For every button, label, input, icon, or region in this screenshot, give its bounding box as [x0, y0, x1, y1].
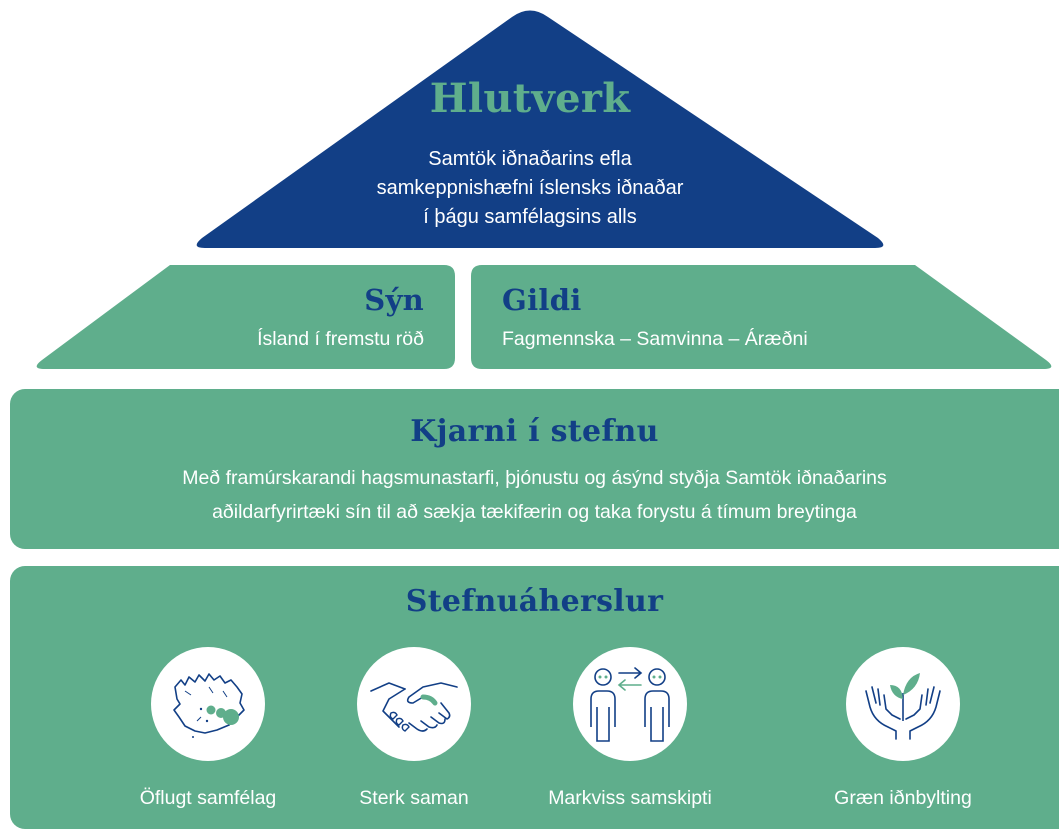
hlutverk-text: Samtök iðnaðarins efla samkeppnishæfni í… [330, 145, 730, 232]
stefnuaherslur-title: Stefnuáherslur [405, 584, 664, 619]
hlutverk-title: Hlutverk [429, 75, 631, 122]
focus-circle [573, 647, 687, 761]
kjarni-text: Með framúrskarandi hagsmunastarfi, þjónu… [60, 461, 1009, 529]
focus-item-graen-idnbylting: Græn iðnbylting [798, 647, 1008, 827]
handshake-icon [370, 682, 458, 732]
communication-people-icon [590, 667, 670, 742]
stefnuaherslur-block [10, 566, 1059, 829]
kjarni-title: Kjarni í stefnu [410, 414, 659, 449]
gildi-text: Fagmennska – Samvinna – Áræðni [502, 328, 808, 350]
hlutverk-text-line: samkeppnishæfni íslensks iðnaðar [376, 177, 684, 199]
hands-plant-icon [865, 673, 941, 740]
focus-item-markviss-samskipti: Markviss samskipti [525, 647, 735, 827]
gildi-block [471, 265, 1052, 369]
syn-block [36, 265, 456, 369]
hlutverk-text-line: í þágu samfélagsins alls [423, 206, 637, 228]
focus-label: Öflugt samfélag [139, 787, 277, 809]
focus-item-sterk-saman: Sterk saman [309, 647, 519, 827]
syn-title: Sýn [364, 283, 424, 317]
focus-circle [357, 647, 471, 761]
focus-item-oflugt-samfelag: Öflugt samfélag [103, 647, 313, 827]
focus-label: Markviss samskipti [548, 787, 712, 809]
focus-label: Græn iðnbylting [834, 787, 972, 809]
roof-triangle [196, 10, 884, 248]
focus-circle [846, 647, 960, 761]
hlutverk-text-line: Samtök iðnaðarins efla [428, 148, 632, 170]
kjarni-block [10, 389, 1059, 549]
kjarni-text-line: aðildarfyrirtæki sín til að sækja tækifæ… [212, 501, 857, 523]
gildi-title: Gildi [502, 283, 582, 317]
focus-label: Sterk saman [359, 787, 469, 809]
focus-circle [151, 647, 265, 761]
syn-text: Ísland í fremstu röð [257, 328, 424, 350]
iceland-map-icon [173, 673, 245, 738]
kjarni-text-line: Með framúrskarandi hagsmunastarfi, þjónu… [182, 467, 887, 489]
